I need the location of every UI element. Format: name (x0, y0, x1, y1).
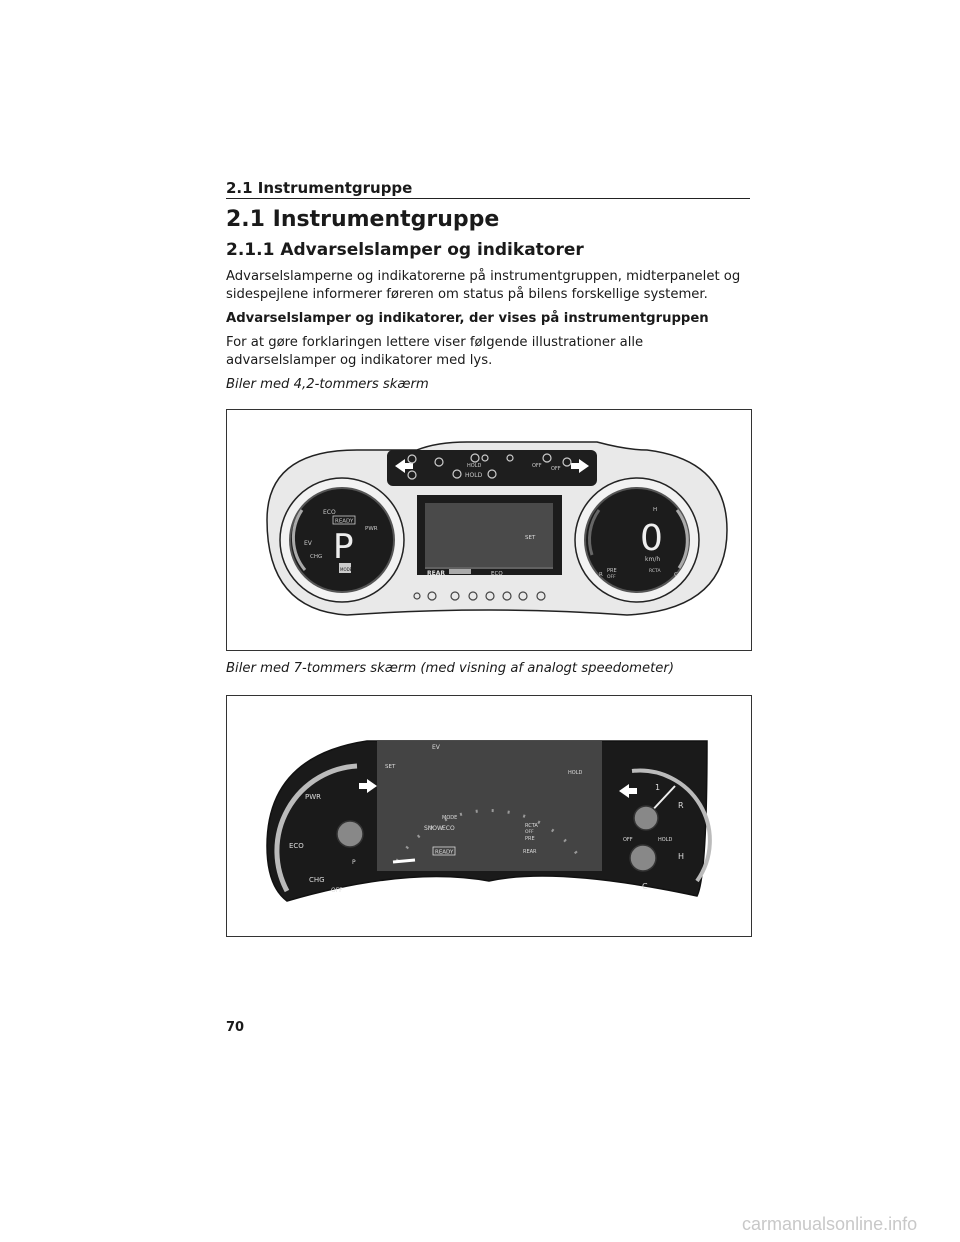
section-title: 2.1 Instrumentgruppe (226, 207, 500, 232)
eco-label: ECO (323, 509, 336, 516)
running-header: 2.1 Instrumentgruppe (226, 179, 413, 197)
watermark: carmanualsonline.info (742, 1214, 918, 1234)
pre-off-label: OFF (607, 574, 616, 580)
eco-label: ECO (289, 842, 304, 850)
center-eco-label: ECO (442, 825, 455, 832)
ev-icon: EV (304, 540, 313, 547)
gear-indicator-p: P (333, 527, 354, 567)
ready-label: READY (335, 519, 354, 525)
cluster-illustration-1: HOLD OFF OFF HOLD ECO READY PWR CHG P EV… (266, 441, 728, 616)
set-label: SET (525, 535, 536, 541)
fog-icon (506, 454, 514, 462)
temp-c-label: C (674, 572, 678, 578)
ev-mode-label: MODE (442, 815, 457, 821)
fuel-1-label: 1 (655, 783, 660, 792)
rear-sensor-icon (449, 569, 471, 574)
off-indicator-label-2: OFF (551, 466, 561, 472)
center-eco-label: ECO (491, 571, 503, 577)
right-knob-upper (633, 805, 659, 831)
rcta-label: RCTA (525, 823, 538, 829)
off-indicator-label: OFF (532, 463, 542, 469)
right-knob-lower (629, 844, 657, 872)
right-hold-label: HOLD (658, 837, 672, 843)
speed-unit: km/h (645, 556, 660, 563)
explanation-paragraph: For at gøre forklaringen lettere viser f… (226, 335, 644, 368)
left-gauge-face (289, 487, 395, 593)
parking-icon (452, 469, 462, 479)
brake-icon (407, 470, 417, 480)
hold-icon (470, 453, 480, 463)
ready-indicator (432, 846, 456, 856)
slip-icon (562, 457, 572, 467)
beam-icon (487, 469, 497, 479)
headlamp-icon (481, 454, 489, 462)
top-indicator-strip (387, 450, 597, 486)
cluster-illustration-2: PWR ECO CHG OFF P SET EV HOLD MODE SNOW … (266, 740, 712, 902)
speed-readout: 0 (640, 518, 663, 559)
rear-label: REAR (523, 849, 537, 855)
vsc-off-icon (542, 453, 552, 463)
temp-h-label: H (678, 852, 684, 861)
bottom-indicator-row (413, 591, 546, 601)
page-number: 70 (226, 1020, 245, 1035)
hold-label: HOLD (465, 472, 483, 479)
hold-label: HOLD (568, 770, 582, 776)
hold-indicator-label: HOLD (467, 463, 481, 469)
set-label: SET (385, 764, 396, 770)
snow-label: SNOW (424, 825, 443, 832)
ready-label: READY (435, 850, 454, 856)
right-off-label: OFF (623, 837, 633, 843)
bold-heading: Advarselslamper og indikatorer, der vise… (226, 311, 709, 326)
subsection-title: 2.1.1 Advarselslamper og indikatorer (226, 240, 584, 260)
wiper-icon (434, 457, 444, 467)
rcta-off-label: OFF (525, 829, 534, 835)
chg-label: CHG (309, 876, 325, 884)
r-label: R (678, 801, 684, 810)
pwr-label: PWR (305, 793, 321, 801)
parking-p-label: P (352, 859, 356, 866)
caption-4-2-inch: Biler med 4,2-tommers skærm (226, 377, 429, 392)
rcta-label: RCTA (649, 568, 661, 574)
figure-7-inch-cluster: PWR ECO CHG OFF P SET EV HOLD MODE SNOW … (226, 695, 752, 937)
left-turn-arrow-icon (359, 779, 377, 793)
header-rule (226, 198, 750, 199)
fuel-r-label: R (599, 572, 603, 578)
ready-indicator (332, 515, 356, 525)
temp-h-label: H (653, 507, 657, 513)
pwr-label: PWR (365, 526, 378, 532)
left-turn-arrow-icon (395, 459, 413, 473)
temp-c-label: C (642, 882, 648, 891)
speedometer-needle (392, 858, 416, 864)
right-turn-arrow-icon (619, 784, 637, 798)
off-label: OFF (331, 887, 343, 894)
ev-icon: EV (432, 744, 441, 751)
chg-label: CHG (310, 554, 322, 560)
warning-icon (407, 454, 417, 464)
center-display (377, 741, 602, 871)
figure-4-2-inch-cluster: HOLD OFF OFF HOLD ECO READY PWR CHG P EV… (226, 409, 752, 651)
intro-paragraph: Advarselslamperne og indikatorerne på in… (226, 269, 741, 302)
ev-mode-icon (339, 563, 351, 573)
center-screen (425, 503, 553, 569)
right-gauge-arc (631, 768, 712, 883)
ev-mode-label: MODE (340, 567, 353, 572)
pre-label: PRE (607, 568, 617, 574)
pre-label: PRE (525, 836, 535, 842)
right-turn-arrow-icon (571, 459, 589, 473)
power-meter-arc (274, 763, 358, 893)
caption-7-inch: Biler med 7-tommers skærm (med visning a… (226, 661, 674, 676)
left-knob (336, 820, 364, 848)
rear-label: REAR (427, 570, 445, 577)
right-gauge-face (584, 487, 690, 593)
